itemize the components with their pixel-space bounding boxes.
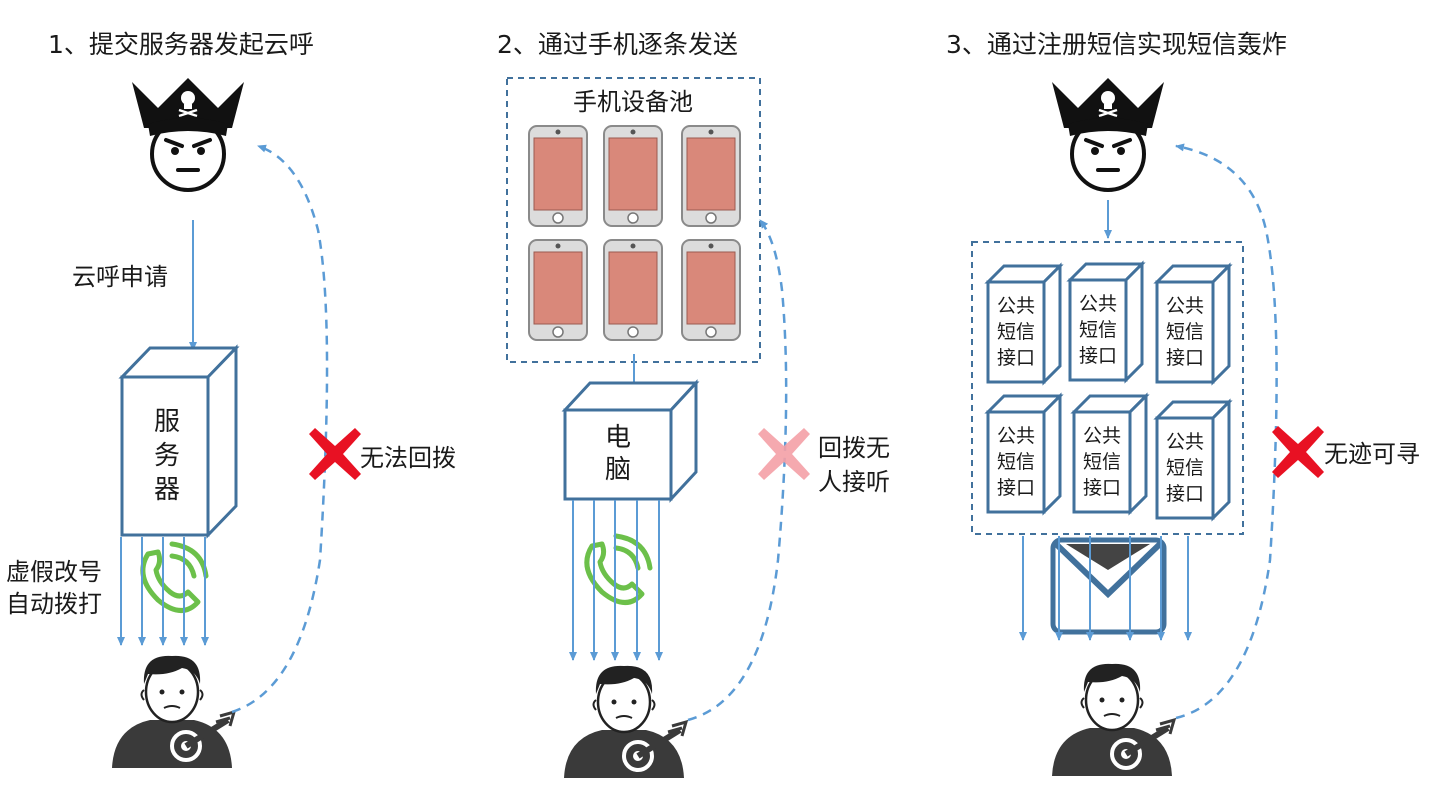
server-char-2: 务 <box>154 441 180 471</box>
sms-interface-label-line-2: 短信 <box>1166 321 1204 343</box>
smartphone-icon <box>681 125 741 227</box>
server-char-3: 器 <box>154 475 180 505</box>
victim-target-icon <box>112 656 234 768</box>
victim-target-icon <box>564 666 686 778</box>
panel-title: 1、提交服务器发起云呼 <box>48 30 314 59</box>
cross-label-line-1: 回拨无 <box>818 434 890 462</box>
sms-interface-label-line-3: 接口 <box>1083 477 1121 499</box>
phone-grid <box>528 125 741 341</box>
sms-interface-label-line-1: 公共 <box>1166 431 1204 453</box>
callback-dashed-arrow <box>1175 143 1278 720</box>
cross-icon <box>309 428 361 480</box>
call-arrows <box>117 537 209 646</box>
pirate-attacker-icon <box>130 76 246 192</box>
server-box: 服 务 器 <box>118 344 240 539</box>
sms-interface-label-line-3: 接口 <box>997 477 1035 499</box>
sms-arrows <box>1019 536 1192 641</box>
pool-label: 手机设备池 <box>573 88 693 116</box>
cross-label: 无迹可寻 <box>1324 440 1420 468</box>
sms-interface-pool <box>971 241 1244 535</box>
faded-cross-icon <box>758 428 810 480</box>
sms-interface-label-line-2: 短信 <box>1079 319 1117 341</box>
smartphone-icon <box>681 239 741 341</box>
sms-interface-label-line-3: 接口 <box>997 347 1035 369</box>
handset-icon <box>143 544 206 611</box>
auto-dial-label: 自动拨打 <box>6 590 102 618</box>
cross-label: 无法回拨 <box>360 444 456 472</box>
panel-title: 3、通过注册短信实现短信轰炸 <box>946 30 1287 59</box>
request-label: 云呼申请 <box>72 263 168 291</box>
sms-interface-label-line-1: 公共 <box>1166 295 1204 317</box>
panel-phone-pool: 2、通过手机逐条发送 手机设备池 电 脑 <box>497 30 890 778</box>
smartphone-icon <box>603 239 663 341</box>
pirate-attacker-icon <box>1050 76 1166 192</box>
server-char-1: 服 <box>154 407 180 437</box>
call-arrows <box>569 500 663 661</box>
panel-title: 2、通过手机逐条发送 <box>497 30 738 59</box>
panel-cloud-call: 1、提交服务器发起云呼 云呼申请 服 务 器 虚假改号 自动拨打 无法回拨 <box>6 30 456 768</box>
computer-box: 电 脑 <box>561 379 700 503</box>
smartphone-icon <box>528 125 588 227</box>
cross-icon <box>1272 426 1324 478</box>
sms-interface-label-line-3: 接口 <box>1166 347 1204 369</box>
handset-icon <box>587 536 650 603</box>
fake-number-label: 虚假改号 <box>6 558 102 586</box>
sms-interface-label-line-1: 公共 <box>997 425 1035 447</box>
smartphone-icon <box>603 125 663 227</box>
computer-char-1: 电 <box>605 423 631 453</box>
callback-dashed-arrow <box>231 144 329 714</box>
sms-interface-label-line-2: 短信 <box>997 321 1035 343</box>
computer-char-2: 脑 <box>605 455 631 485</box>
sms-interface-label-line-1: 公共 <box>997 295 1035 317</box>
sms-interface-label-line-1: 公共 <box>1079 293 1117 315</box>
sms-interface-label-line-3: 接口 <box>1166 483 1204 505</box>
panel-sms-bomb: 3、通过注册短信实现短信轰炸 公共短信接口公共短信接口公共短信接口公共短信接口公… <box>946 30 1420 776</box>
sms-interface-label-line-2: 短信 <box>1083 451 1121 473</box>
smartphone-icon <box>528 239 588 341</box>
victim-target-icon <box>1052 664 1174 776</box>
sms-interface-label-line-1: 公共 <box>1083 425 1121 447</box>
sms-interface-label-line-2: 短信 <box>1166 457 1204 479</box>
sms-interface-label-line-3: 接口 <box>1079 345 1117 367</box>
sms-interface-label-line-2: 短信 <box>997 451 1035 473</box>
cross-label-line-2: 人接听 <box>818 468 890 496</box>
envelope-icon <box>1050 537 1167 635</box>
